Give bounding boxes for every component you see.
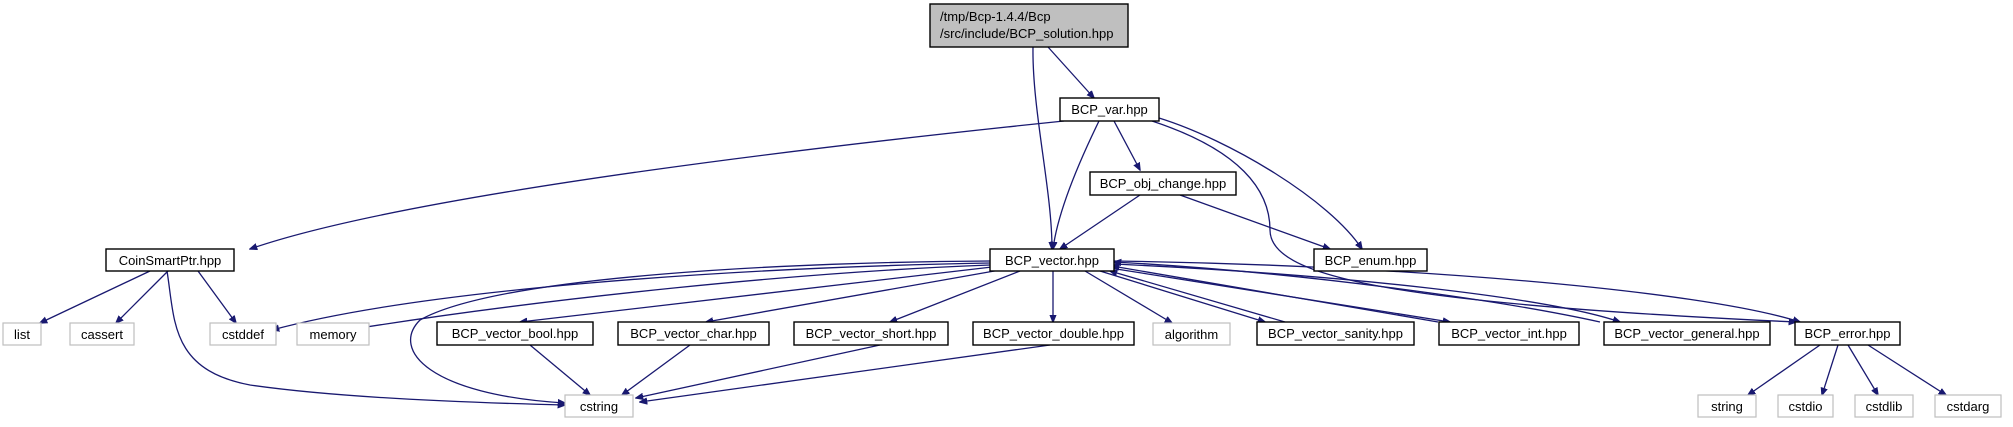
node-bcp-vector-general-hpp[interactable]: BCP_vector_general.hpp bbox=[1603, 321, 1771, 346]
node-label: BCP_obj_change.hpp bbox=[1100, 176, 1227, 191]
edge-bcp-vector-to-cstring bbox=[410, 260, 991, 403]
edge-bcp-obj-change-to-bcp-vector bbox=[1060, 194, 1141, 249]
edge-bcp-vector-to-bcp-vector-bool bbox=[520, 266, 993, 322]
edge-bcp-var-to-coin-smart-ptr bbox=[250, 120, 1065, 249]
node-label: cstring bbox=[580, 399, 618, 414]
node-bcp-solution-hpp[interactable]: /tmp/Bcp-1.4.4/Bcp /src/include/BCP_solu… bbox=[929, 3, 1129, 48]
node-bcp-vector-hpp[interactable]: BCP_vector.hpp bbox=[989, 248, 1115, 272]
node-bcp-obj-change-hpp[interactable]: BCP_obj_change.hpp bbox=[1089, 171, 1237, 196]
node-coin-smart-ptr-hpp[interactable]: CoinSmartPtr.hpp bbox=[105, 248, 235, 272]
node-cassert[interactable]: cassert bbox=[69, 322, 135, 346]
edge-coin-smart-ptr-to-cassert bbox=[116, 270, 169, 323]
node-label: BCP_enum.hpp bbox=[1325, 253, 1417, 268]
node-label: BCP_vector_char.hpp bbox=[630, 326, 756, 341]
edge-bcp-var-to-bcp-enum bbox=[1158, 117, 1362, 249]
node-label: BCP_vector_short.hpp bbox=[806, 326, 937, 341]
edge-bcp-vector-char-to-cstring bbox=[622, 344, 691, 395]
edge-bcp-vector-int-to-bcp-vector bbox=[1112, 266, 1439, 323]
node-label: cstddef bbox=[222, 327, 264, 342]
edge-bcp-vector-to-bcp-error bbox=[1113, 260, 1800, 322]
edge-coin-smart-ptr-to-cstddef bbox=[197, 270, 236, 323]
edge-bcp-var-to-bcp-error bbox=[1151, 120, 1796, 322]
node-label: BCP_vector.hpp bbox=[1005, 253, 1099, 268]
edge-bcp-error-to-cstdio bbox=[1822, 344, 1839, 395]
edge-coin-smart-ptr-to-list bbox=[40, 270, 151, 323]
node-cstdarg[interactable]: cstdarg bbox=[1934, 394, 2002, 418]
edge-bcp-vector-to-bcp-vector-sanity bbox=[1099, 270, 1265, 322]
node-string[interactable]: string bbox=[1697, 394, 1757, 418]
node-label: list bbox=[14, 327, 30, 342]
node-bcp-error-hpp[interactable]: BCP_error.hpp bbox=[1794, 321, 1901, 346]
node-label: CoinSmartPtr.hpp bbox=[119, 253, 222, 268]
node-bcp-vector-int-hpp[interactable]: BCP_vector_int.hpp bbox=[1438, 321, 1580, 346]
node-label: cstdarg bbox=[1947, 399, 1990, 414]
node-bcp-vector-bool-hpp[interactable]: BCP_vector_bool.hpp bbox=[436, 321, 594, 346]
edge-bcp-error-to-cstdarg bbox=[1867, 344, 1946, 395]
node-label: BCP_error.hpp bbox=[1805, 326, 1891, 341]
edge-bcp-vector-to-algorithm bbox=[1084, 270, 1172, 323]
node-label: BCP_vector_sanity.hpp bbox=[1268, 326, 1403, 341]
node-algorithm[interactable]: algorithm bbox=[1152, 322, 1231, 346]
edge-bcp-vector-general-to-bcp-vector bbox=[1114, 262, 1601, 323]
edge-bcp-vector-to-bcp-vector-short bbox=[890, 270, 1021, 322]
edge-bcp-error-to-cstdlib bbox=[1847, 344, 1878, 395]
node-cstring[interactable]: cstring bbox=[564, 394, 634, 418]
edge-bcp-var-to-bcp-vector bbox=[1053, 120, 1100, 249]
node-bcp-enum-hpp[interactable]: BCP_enum.hpp bbox=[1313, 248, 1428, 272]
edge-coin-smart-ptr-to-cstring bbox=[166, 270, 565, 405]
node-memory[interactable]: memory bbox=[296, 322, 370, 346]
edges bbox=[40, 46, 1946, 405]
edge-bcp-error-to-string bbox=[1748, 344, 1821, 395]
node-label: cstdio bbox=[1789, 399, 1823, 414]
edge-bcp-vector-bool-to-cstring bbox=[529, 344, 590, 395]
edge-bcp-vector-short-to-cstring bbox=[636, 344, 881, 398]
node-list[interactable]: list bbox=[2, 322, 42, 346]
node-bcp-vector-double-hpp[interactable]: BCP_vector_double.hpp bbox=[972, 321, 1135, 346]
edge-bcp-vector-double-to-cstring bbox=[640, 344, 1051, 402]
node-cstdlib[interactable]: cstdlib bbox=[1854, 394, 1914, 418]
edge-bcp-obj-change-to-bcp-enum bbox=[1179, 194, 1330, 249]
edge-bcp-vector-to-bcp-vector-general bbox=[1113, 263, 1620, 322]
edge-bcp-vector-to-bcp-vector-char bbox=[706, 269, 1001, 322]
edge-bcp-vector-sanity-to-bcp-vector bbox=[1110, 271, 1286, 323]
edge-bcp-vector-to-cstddef bbox=[272, 262, 991, 330]
node-label: memory bbox=[310, 327, 357, 342]
node-bcp-vector-char-hpp[interactable]: BCP_vector_char.hpp bbox=[617, 321, 770, 346]
node-cstdio[interactable]: cstdio bbox=[1777, 394, 1834, 418]
edge-bcp-vector-to-memory bbox=[360, 264, 991, 328]
node-label: cassert bbox=[81, 327, 123, 342]
node-root-path-line2: /src/include/BCP_solution.hpp bbox=[940, 26, 1113, 41]
nodes: /tmp/Bcp-1.4.4/Bcp /src/include/BCP_solu… bbox=[2, 3, 2002, 418]
node-label: BCP_vector_bool.hpp bbox=[452, 326, 578, 341]
node-root-path-line1: /tmp/Bcp-1.4.4/Bcp bbox=[940, 9, 1051, 24]
node-label: algorithm bbox=[1165, 327, 1218, 342]
node-cstddef[interactable]: cstddef bbox=[209, 322, 277, 346]
node-bcp-vector-short-hpp[interactable]: BCP_vector_short.hpp bbox=[793, 321, 949, 346]
edge-bcp-var-to-bcp-obj-change bbox=[1113, 120, 1140, 170]
node-label: BCP_vector_double.hpp bbox=[983, 326, 1124, 341]
node-label: BCP_vector_general.hpp bbox=[1614, 326, 1759, 341]
node-bcp-vector-sanity-hpp[interactable]: BCP_vector_sanity.hpp bbox=[1256, 321, 1415, 346]
node-label: BCP_var.hpp bbox=[1071, 102, 1148, 117]
node-label: string bbox=[1711, 399, 1743, 414]
node-bcp-var-hpp[interactable]: BCP_var.hpp bbox=[1059, 97, 1160, 122]
node-label: BCP_vector_int.hpp bbox=[1451, 326, 1567, 341]
edge-root-to-bcp-var bbox=[1047, 46, 1094, 98]
edge-root-to-bcp-vector bbox=[1032, 46, 1052, 249]
node-label: cstdlib bbox=[1866, 399, 1903, 414]
